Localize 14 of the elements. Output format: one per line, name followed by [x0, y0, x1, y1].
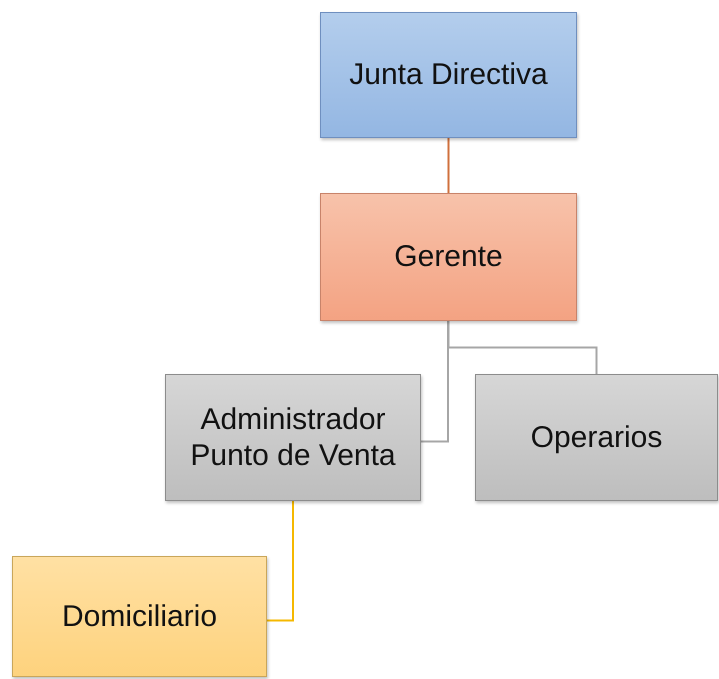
- org-box: [475, 374, 718, 501]
- org-box: [320, 193, 577, 321]
- connector-line: [421, 321, 449, 442]
- connector-line: [448, 321, 598, 374]
- connector-line: [448, 138, 450, 193]
- connector-line: [267, 501, 294, 622]
- role-label: Junta Directiva: [349, 57, 548, 93]
- org-box: [165, 374, 421, 501]
- org-box: [12, 556, 267, 677]
- role-label: Gerente: [394, 239, 503, 275]
- role-label: Administrador Punto de Venta: [189, 402, 397, 474]
- role-label: Operarios: [530, 420, 662, 456]
- org-box: [320, 12, 577, 138]
- role-label: Domiciliario: [62, 598, 218, 634]
